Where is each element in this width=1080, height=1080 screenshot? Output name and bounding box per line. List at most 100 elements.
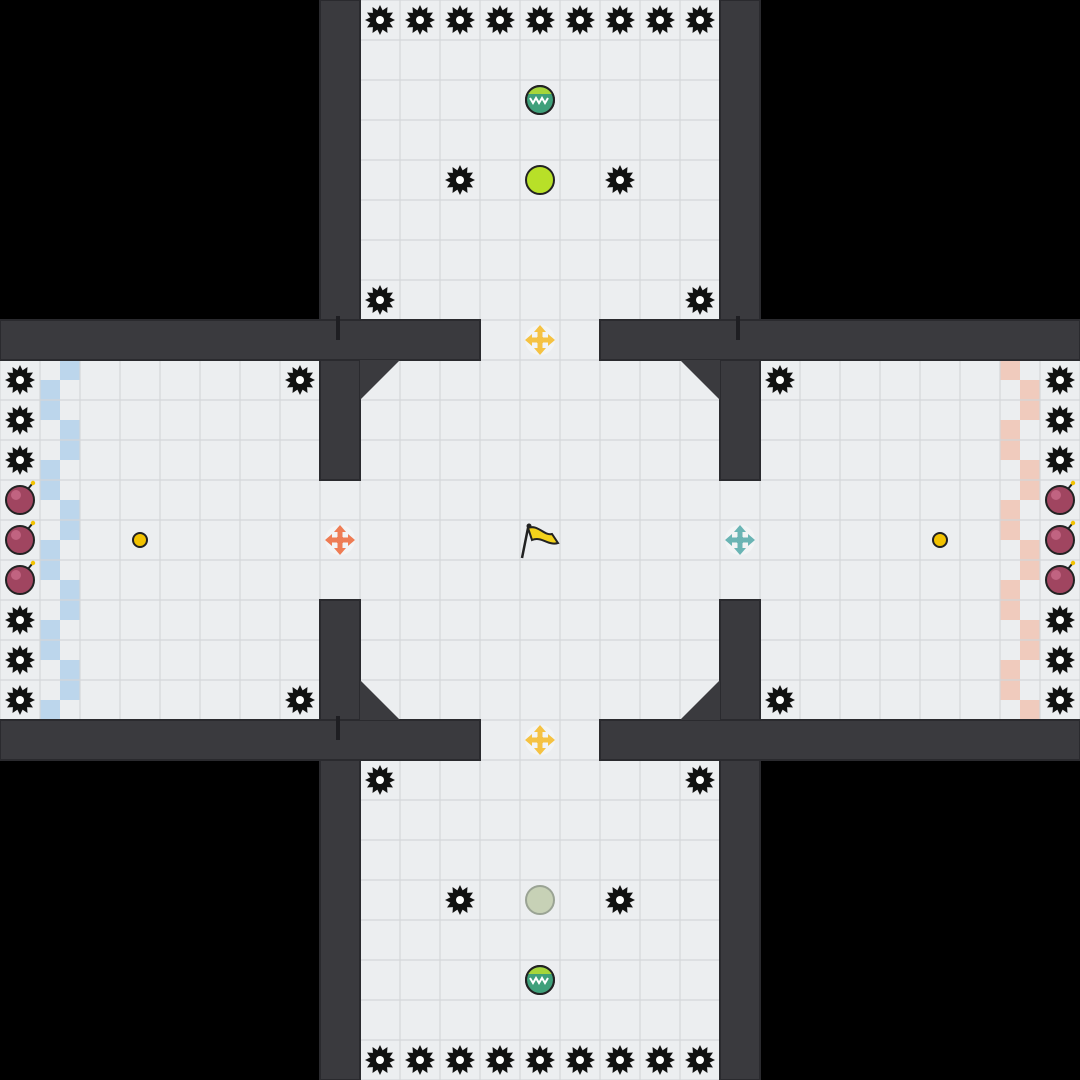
spike-center <box>536 1056 544 1064</box>
spike-center <box>696 1056 704 1064</box>
spike-icon[interactable] <box>685 285 715 315</box>
red-zone-tile <box>1000 360 1020 380</box>
gold-portal-icon[interactable] <box>932 532 948 548</box>
team-zones <box>40 360 1040 720</box>
spike-icon[interactable] <box>445 5 475 35</box>
bombs[interactable] <box>5 480 1076 595</box>
spike-icon[interactable] <box>565 5 595 35</box>
spike-icon[interactable] <box>645 1045 675 1075</box>
blue-zone-tile <box>60 360 80 380</box>
spike-center <box>16 416 24 424</box>
spike-center <box>16 456 24 464</box>
spike-icon[interactable] <box>5 445 35 475</box>
spike-icon[interactable] <box>525 1045 555 1075</box>
red-zone-tile <box>1000 420 1020 440</box>
spike-icon[interactable] <box>445 885 475 915</box>
spike-center <box>1056 456 1064 464</box>
boost-arrow <box>342 534 355 546</box>
spike-icon[interactable] <box>445 1045 475 1075</box>
spike-icon[interactable] <box>1045 405 1075 435</box>
spike-icon[interactable] <box>405 1045 435 1075</box>
bomb-icon[interactable] <box>5 520 36 555</box>
spike-icon[interactable] <box>365 765 395 795</box>
goal-ball-icon[interactable] <box>525 85 555 115</box>
boost-arrows-icon[interactable] <box>725 525 755 555</box>
red-zone-tile <box>1000 520 1020 540</box>
red-zone-tile <box>1000 600 1020 620</box>
spike-icon[interactable] <box>605 885 635 915</box>
boost-core <box>537 337 543 343</box>
spike-icon[interactable] <box>1045 605 1075 635</box>
spike-center <box>696 16 704 24</box>
boost-arrows-icon[interactable] <box>325 525 355 555</box>
goal-ball-icon[interactable] <box>525 965 555 995</box>
boost-arrow <box>525 334 538 346</box>
bomb-icon[interactable] <box>1045 560 1076 595</box>
spike-icon[interactable] <box>605 5 635 35</box>
spikes[interactable] <box>5 5 1075 1075</box>
spike-icon[interactable] <box>765 685 795 715</box>
spike-center <box>16 376 24 384</box>
bomb-icon[interactable] <box>5 480 36 515</box>
portals[interactable] <box>132 532 948 548</box>
red-zone-tile <box>1020 560 1040 580</box>
bomb-icon[interactable] <box>1045 480 1076 515</box>
spike-icon[interactable] <box>405 5 435 35</box>
spike-icon[interactable] <box>645 5 675 35</box>
spike-icon[interactable] <box>365 285 395 315</box>
spike-icon[interactable] <box>5 645 35 675</box>
spike-icon[interactable] <box>5 685 35 715</box>
spike-icon[interactable] <box>685 765 715 795</box>
spike-icon[interactable] <box>365 5 395 35</box>
spike-icon[interactable] <box>485 5 515 35</box>
spike-icon[interactable] <box>525 5 555 35</box>
spike-icon[interactable] <box>1045 685 1075 715</box>
spike-icon[interactable] <box>485 1045 515 1075</box>
spike-icon[interactable] <box>445 165 475 195</box>
boost-core <box>337 537 343 543</box>
gold-portal-icon[interactable] <box>132 532 148 548</box>
flag-icon[interactable] <box>520 523 560 559</box>
spike-icon[interactable] <box>605 165 635 195</box>
spike-icon[interactable] <box>685 1045 715 1075</box>
boost-arrow <box>525 734 538 746</box>
spike-icon[interactable] <box>285 685 315 715</box>
boost-arrows-icon[interactable] <box>525 725 555 755</box>
spike-icon[interactable] <box>285 365 315 395</box>
boost-arrow <box>534 725 546 738</box>
spike-center <box>536 16 544 24</box>
bomb-icon[interactable] <box>1045 520 1076 555</box>
powerup-icon[interactable] <box>525 165 555 195</box>
goal-balls[interactable] <box>525 85 555 995</box>
spike-icon[interactable] <box>5 365 35 395</box>
spike-icon[interactable] <box>365 1045 395 1075</box>
spike-icon[interactable] <box>685 5 715 35</box>
powerup-icon[interactable] <box>525 885 555 915</box>
spike-icon[interactable] <box>1045 445 1075 475</box>
boost-arrows-icon[interactable] <box>525 325 555 355</box>
spike-icon[interactable] <box>5 405 35 435</box>
boosts[interactable] <box>325 325 755 755</box>
boost-arrow <box>534 342 546 355</box>
spike-icon[interactable] <box>565 1045 595 1075</box>
spike-center <box>1056 616 1064 624</box>
red-zone-tile <box>1000 500 1020 520</box>
spike-center <box>616 1056 624 1064</box>
spike-center <box>16 696 24 704</box>
spike-icon[interactable] <box>765 365 795 395</box>
spike-center <box>496 1056 504 1064</box>
spike-icon[interactable] <box>605 1045 635 1075</box>
spike-icon[interactable] <box>1045 645 1075 675</box>
bomb-icon[interactable] <box>5 560 36 595</box>
wall-corner <box>680 360 720 400</box>
bomb-shine <box>1051 490 1061 500</box>
spike-icon[interactable] <box>5 605 35 635</box>
spike-icon[interactable] <box>1045 365 1075 395</box>
bomb-body <box>1045 565 1075 595</box>
powerups[interactable] <box>525 165 555 915</box>
spike-center <box>456 16 464 24</box>
bomb-spark <box>1070 560 1076 566</box>
boost-core <box>737 537 743 543</box>
